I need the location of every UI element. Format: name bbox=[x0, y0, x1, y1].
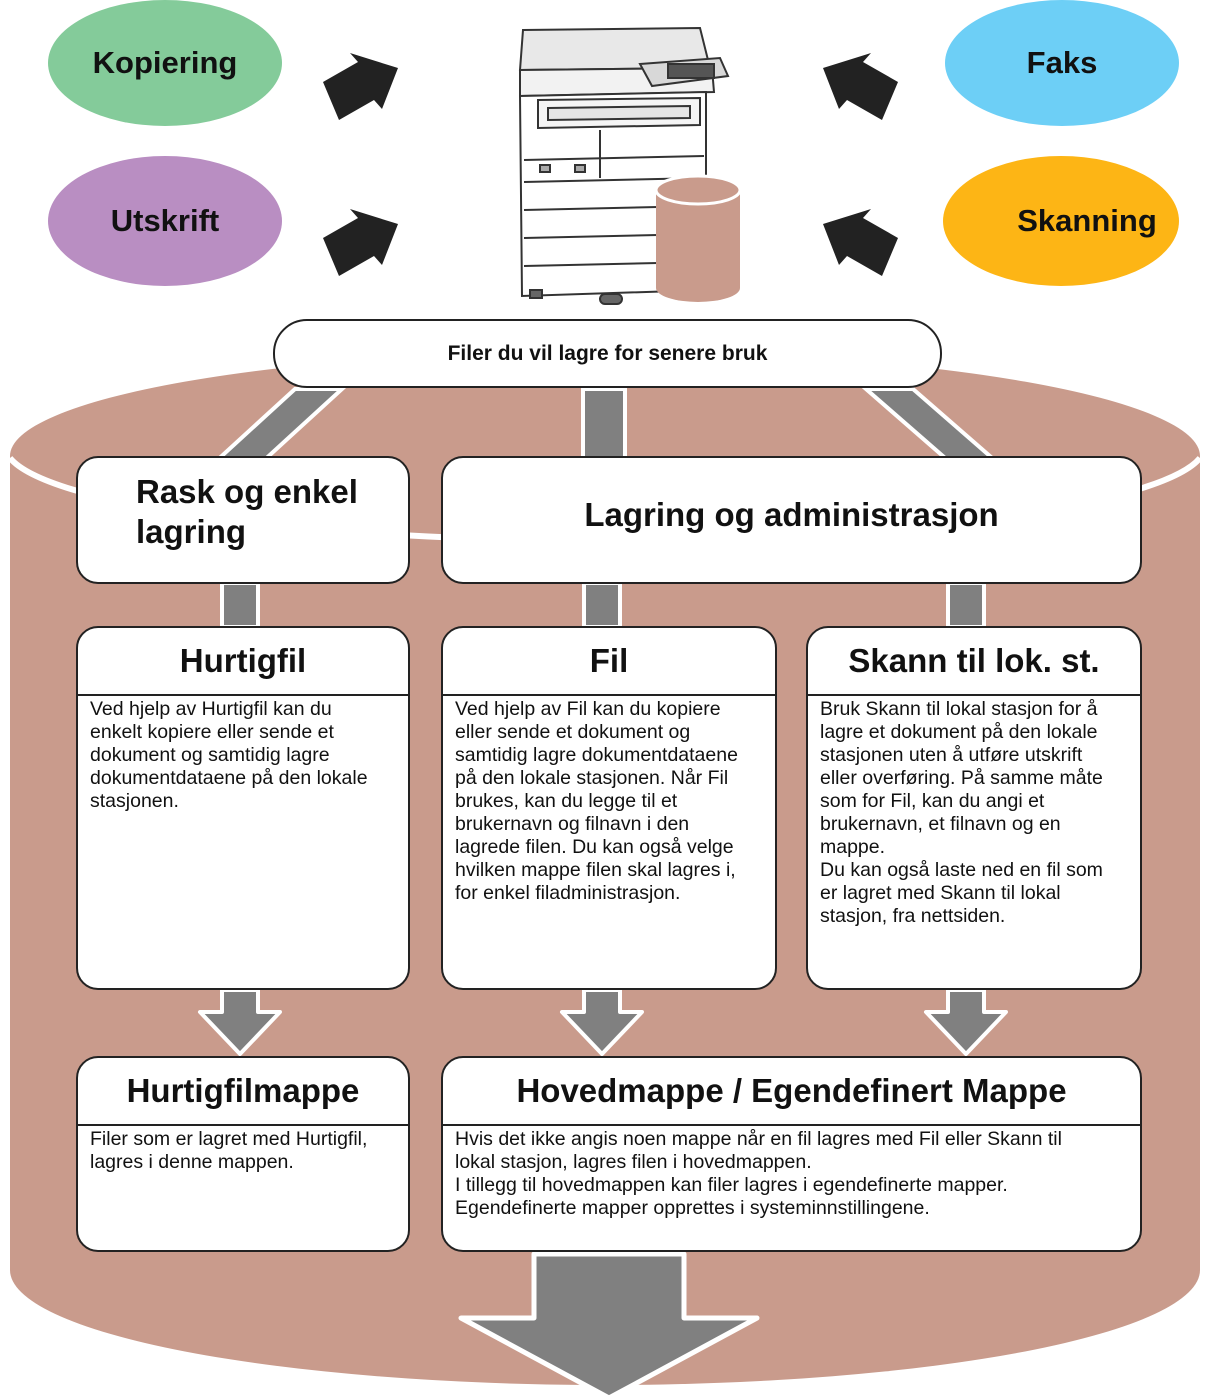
storage-drum-icon bbox=[654, 174, 742, 302]
quick-storage-title: Rask og enkel lagring bbox=[136, 473, 358, 550]
storage-admin-box: Lagring og administrasjon bbox=[441, 456, 1142, 584]
folder-title: Hovedmappe / Egendefinert Mappe bbox=[516, 1072, 1067, 1109]
folder-description: Hvis det ikke angis noen mappe når en fi… bbox=[455, 1128, 1062, 1219]
arrow-right-icon bbox=[323, 53, 398, 120]
faks-label: Faks bbox=[1026, 45, 1098, 80]
mode-description: Bruk Skann til lokal stasjon for å lagre… bbox=[820, 698, 1103, 927]
down-arrows bbox=[198, 988, 1008, 1056]
mode-description: Ved hjelp av Fil kan du kopiere eller se… bbox=[455, 698, 738, 904]
divider bbox=[443, 694, 775, 696]
mode-title: Hurtigfil bbox=[179, 642, 307, 679]
mode-description: Ved hjelp av Hurtigfil kan du enkelt kop… bbox=[90, 698, 368, 812]
skanning-label: Skanning bbox=[1017, 203, 1157, 238]
output-arrow bbox=[458, 1251, 760, 1398]
folder-box-hurtigfilmappe: Hurtigfilmappe Filer som er lagret med H… bbox=[76, 1056, 410, 1252]
mode-title: Fil bbox=[589, 642, 629, 679]
mode-box-skann: Skann til lok. st. Bruk Skann til lokal … bbox=[806, 626, 1142, 990]
quick-storage-box: Rask og enkel lagring bbox=[76, 456, 410, 584]
arrow-left-icon bbox=[823, 53, 898, 120]
divider bbox=[808, 694, 1140, 696]
divider bbox=[78, 694, 408, 696]
divider bbox=[78, 1124, 408, 1126]
folder-title: Hurtigfilmappe bbox=[126, 1072, 360, 1109]
storage-admin-title: Lagring og administrasjon bbox=[584, 496, 999, 533]
banner-connectors bbox=[207, 387, 1005, 466]
divider bbox=[443, 1124, 1140, 1126]
utskrift-oval bbox=[48, 156, 282, 286]
input-arrows bbox=[323, 53, 898, 276]
mode-box-fil: Fil Ved hjelp av Fil kan du kopiere elle… bbox=[441, 626, 777, 990]
arrow-right-icon bbox=[323, 209, 398, 276]
skanning-oval bbox=[943, 156, 1179, 286]
folder-box-hovedmappe: Hovedmappe / Egendefinert Mappe Hvis det… bbox=[441, 1056, 1142, 1252]
vertical-connectors bbox=[220, 581, 986, 629]
faks-oval bbox=[945, 0, 1179, 126]
kopiering-oval bbox=[48, 0, 282, 126]
mode-box-hurtigfil: Hurtigfil Ved hjelp av Hurtigfil kan du … bbox=[76, 626, 410, 990]
storage-banner: Filer du vil lagre for senere bruk bbox=[273, 319, 942, 388]
kopiering-label: Kopiering bbox=[92, 45, 238, 80]
mode-title: Skann til lok. st. bbox=[848, 642, 1100, 679]
arrow-left-icon bbox=[823, 209, 898, 276]
utskrift-label: Utskrift bbox=[110, 203, 220, 238]
folder-description: Filer som er lagret med Hurtigfil, lagre… bbox=[90, 1128, 368, 1173]
